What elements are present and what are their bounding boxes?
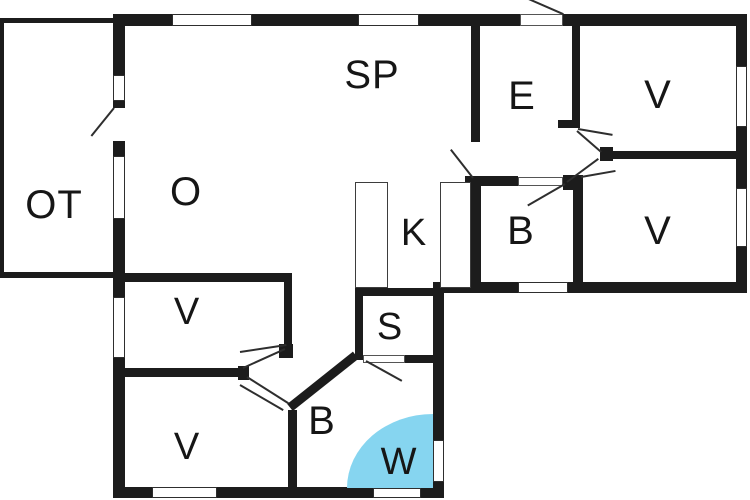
- room-label-v-bottom-left: V: [173, 426, 201, 468]
- room-label-b-bathroom: B: [308, 399, 336, 443]
- window: [373, 488, 421, 498]
- wall: [572, 26, 580, 128]
- window: [736, 188, 747, 247]
- wall: [217, 487, 373, 498]
- room-label-v-top-left: V: [173, 291, 201, 333]
- door-slab: [520, 14, 563, 26]
- wall: [471, 26, 480, 142]
- window: [518, 282, 568, 293]
- wall: [736, 127, 747, 188]
- door-leaf: [523, 0, 564, 16]
- wall: [573, 182, 583, 285]
- wall: [433, 482, 444, 498]
- wall: [405, 355, 438, 363]
- wall: [355, 290, 363, 360]
- room-label-v-top-right: V: [644, 73, 672, 117]
- wall: [113, 368, 240, 377]
- wall-terrace: [0, 18, 113, 23]
- wall-post: [558, 120, 580, 128]
- room-label-e: E: [508, 74, 536, 118]
- wall: [113, 219, 125, 297]
- door-leaf: [365, 360, 403, 382]
- door-leaf: [527, 183, 566, 207]
- door-slab: [518, 177, 563, 186]
- window: [433, 440, 444, 482]
- window: [113, 75, 125, 101]
- wall: [355, 288, 437, 296]
- wall-terrace: [0, 272, 120, 278]
- wall: [113, 358, 125, 497]
- wall-post: [279, 344, 293, 358]
- wall: [252, 14, 358, 26]
- wall: [113, 14, 172, 26]
- door-leaf: [576, 130, 602, 153]
- wall: [288, 410, 297, 488]
- wall-post: [238, 366, 249, 380]
- wall: [113, 141, 125, 156]
- room-label-w-shower: W: [380, 441, 418, 483]
- window: [113, 156, 125, 219]
- window: [736, 66, 747, 127]
- wall: [736, 14, 747, 66]
- wall: [284, 273, 292, 348]
- room-label-b-top-right: B: [507, 209, 535, 253]
- window: [113, 297, 125, 358]
- wall: [421, 487, 443, 498]
- wall-post: [600, 147, 613, 161]
- kitchen-fixture: [440, 182, 471, 288]
- room-label-sp: SP: [344, 53, 400, 97]
- wall: [736, 247, 747, 293]
- wall: [113, 273, 292, 282]
- door-leaf: [90, 107, 115, 137]
- wall: [433, 293, 444, 440]
- wall: [113, 487, 152, 498]
- door-slab: [363, 355, 405, 363]
- wall: [563, 14, 747, 26]
- wall-terrace: [0, 18, 4, 277]
- wall: [113, 14, 125, 75]
- wall: [568, 282, 747, 293]
- kitchen-fixture: [355, 182, 388, 288]
- window: [172, 14, 252, 26]
- room-label-o: O: [169, 170, 203, 214]
- wall: [465, 176, 518, 186]
- wall: [113, 101, 125, 108]
- room-label-k: K: [400, 212, 428, 254]
- room-label-ot: OT: [25, 183, 83, 227]
- wall: [419, 14, 520, 26]
- wall: [471, 177, 481, 293]
- room-label-s: S: [376, 306, 404, 348]
- window: [152, 487, 217, 498]
- room-label-v-bottom-right: V: [644, 209, 672, 253]
- door-leaf: [580, 169, 616, 178]
- wall: [608, 151, 737, 159]
- window: [358, 14, 419, 26]
- door-leaf: [450, 149, 474, 179]
